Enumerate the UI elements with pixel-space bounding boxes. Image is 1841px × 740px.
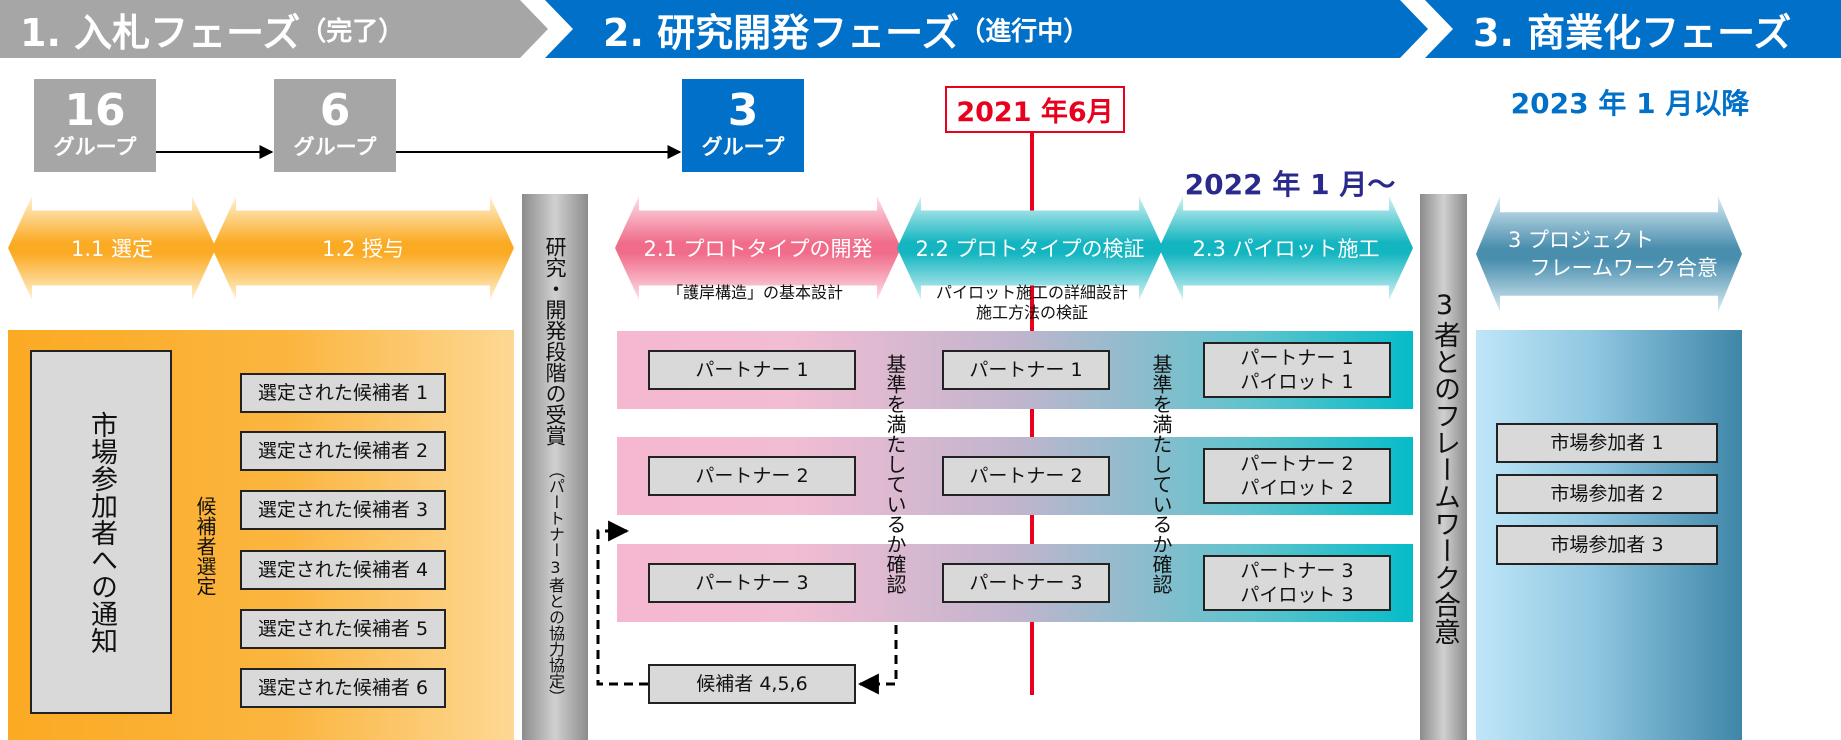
note-pilot-design-line1: パイロット施工の詳細設計 <box>935 283 1128 302</box>
group-box-16: 16 グループ <box>34 79 156 172</box>
step-3-arrow: 3 プロジェクト フレームワーク合意 <box>1476 196 1742 312</box>
step-2-2-arrow: 2.2 プロトタイプの検証 <box>897 196 1163 300</box>
date-june-2021-text: 2021 年6月 <box>956 97 1114 128</box>
note-basic-design: 「護岸構造」の基本設計 <box>666 283 843 302</box>
note-method-check-line2: 施工方法の検証 <box>975 303 1088 322</box>
framework-bar <box>1420 194 1467 740</box>
award-paren: （パートナー3者との協力協定） <box>546 462 565 705</box>
market-participant-1: 市場参加者 1 <box>1496 423 1718 463</box>
step-2-1-label: 2.1 プロトタイプの開発 <box>643 237 873 261</box>
timeline-overlay <box>1030 409 1034 437</box>
market-participant-3: 市場参加者 3 <box>1496 525 1718 565</box>
group-box-3: 3 グループ <box>682 79 804 172</box>
notify-market-text: 市場参加者への通知 <box>86 410 117 654</box>
step-1-1-arrow: 1.1 選定 <box>8 196 216 300</box>
group-box-6: 6 グループ <box>274 79 396 172</box>
phase-rnd-title: 2. 研究開発フェーズ <box>603 10 960 55</box>
pilot-1-partner: パートナー 1 <box>1240 347 1354 369</box>
step-1-1-label: 1.1 選定 <box>70 237 154 261</box>
candidate-box-3: 選定された候補者 3 <box>240 490 446 530</box>
date-june-2021: 2021 年6月 <box>945 86 1125 133</box>
award-label: 研究・開発段階の受賞 <box>543 236 567 446</box>
framework-label: 3者とのフレームワーク合意 <box>1429 290 1460 645</box>
step-2-3-arrow: 2.3 パイロット施工 <box>1159 196 1413 300</box>
candidate-box-5: 選定された候補者 5 <box>240 609 446 649</box>
group-count: 6 <box>319 85 351 136</box>
phase-bidding-title: 1. 入札フェーズ <box>20 10 301 55</box>
award-bar <box>522 194 588 740</box>
group-count: 3 <box>727 85 759 136</box>
criteria-check-label-2: 基準を満たしているか確認 <box>1149 354 1173 594</box>
step-3-label-line2: フレームワーク合意 <box>1529 256 1718 280</box>
notify-market-box: 市場参加者への通知 <box>30 350 172 714</box>
timeline-overlay <box>1030 515 1034 544</box>
step-1-2-label: 1.2 授与 <box>321 237 405 261</box>
backup-candidates-box: 候補者 4,5,6 <box>648 664 856 704</box>
candidate-box-1: 選定された候補者 1 <box>240 373 446 413</box>
pilot-1-box: パートナー 1 パイロット 1 <box>1203 342 1391 398</box>
step-2-1-arrow: 2.1 プロトタイプの開発 <box>615 196 901 300</box>
market-participant-2: 市場参加者 2 <box>1496 474 1718 514</box>
candidate-selection-label: 候補者選定 <box>193 496 217 596</box>
pilot-2-partner: パートナー 2 <box>1240 453 1354 475</box>
criteria-check-label-1: 基準を満たしているか確認 <box>883 354 907 594</box>
pilot-1-label: パイロット 1 <box>1240 371 1354 393</box>
date-jan-2023: 2023 年 1 月以降 <box>1510 87 1750 120</box>
group-unit: グループ <box>293 135 377 159</box>
phase-bidding-banner: 1. 入札フェーズ （完了） <box>0 0 548 58</box>
step-3-label-line1: 3 プロジェクト <box>1508 228 1655 252</box>
pilot-2-box: パートナー 2 パイロット 2 <box>1203 448 1391 504</box>
partner-1-box: パートナー 1 <box>648 350 856 390</box>
partner-1-verify-box: パートナー 1 <box>942 350 1110 390</box>
candidate-box-6: 選定された候補者 6 <box>240 668 446 708</box>
phase-bidding-status: （完了） <box>300 16 405 47</box>
group-unit: グループ <box>701 135 785 159</box>
dashed-check-to-backup <box>857 610 898 695</box>
step-1-2-arrow: 1.2 授与 <box>212 196 514 300</box>
partner-3-verify-box: パートナー 3 <box>942 563 1110 603</box>
note-pilot-design: パイロット施工の詳細設計 施工方法の検証 <box>902 283 1162 323</box>
partner-2-box: パートナー 2 <box>648 456 856 496</box>
pilot-2-label: パイロット 2 <box>1240 477 1354 499</box>
phase-commercial-title: 3. 商業化フェーズ <box>1473 10 1792 55</box>
pilot-3-label: パイロット 3 <box>1240 584 1354 606</box>
candidate-box-4: 選定された候補者 4 <box>240 550 446 590</box>
group-unit: グループ <box>53 135 137 159</box>
date-jan-2022: 2022 年 1 月〜 <box>1184 168 1396 201</box>
phase-rnd-banner: 2. 研究開発フェーズ （進行中） <box>545 0 1428 58</box>
phase-rnd-status: （進行中） <box>959 16 1090 47</box>
pilot-3-partner: パートナー 3 <box>1240 560 1354 582</box>
phase-commercial-banner: 3. 商業化フェーズ <box>1425 0 1841 58</box>
partner-3-box: パートナー 3 <box>648 563 856 603</box>
group-count: 16 <box>64 85 126 136</box>
partner-2-verify-box: パートナー 2 <box>942 456 1110 496</box>
pilot-3-box: パートナー 3 パイロット 3 <box>1203 555 1391 611</box>
step-2-2-label: 2.2 プロトタイプの検証 <box>915 237 1145 261</box>
candidate-box-2: 選定された候補者 2 <box>240 431 446 471</box>
step-2-3-label: 2.3 パイロット施工 <box>1192 237 1380 261</box>
dashed-backup-to-partners <box>596 520 648 686</box>
